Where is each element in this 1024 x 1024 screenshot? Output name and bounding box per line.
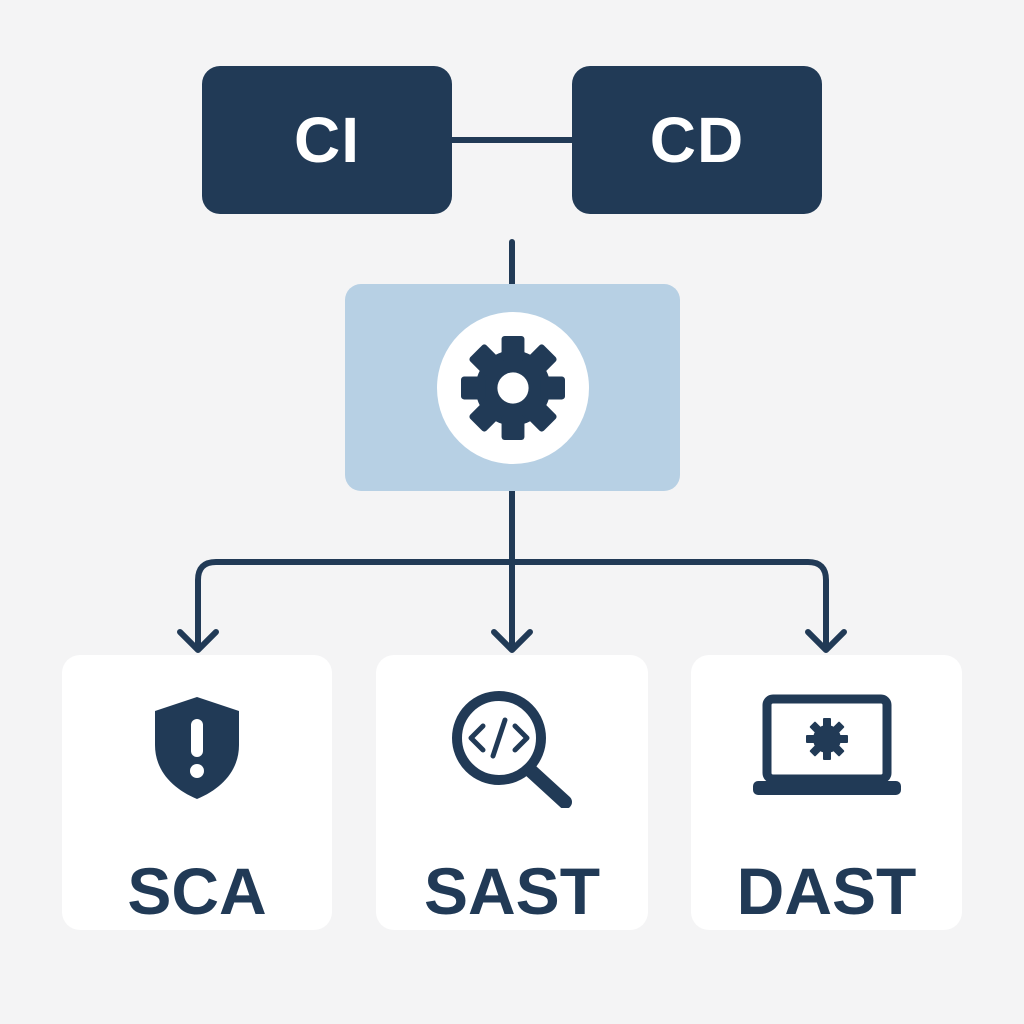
gear-icon bbox=[460, 335, 565, 440]
dast-card: DAST bbox=[691, 655, 962, 930]
sca-card: SCA bbox=[62, 655, 332, 930]
sast-label: SAST bbox=[423, 854, 601, 928]
shield-alert-icon bbox=[147, 685, 247, 810]
dast-label: DAST bbox=[736, 854, 917, 928]
arrow-head-sast bbox=[491, 629, 533, 653]
ci-label: CI bbox=[294, 104, 360, 176]
branch-line-right bbox=[509, 559, 829, 651]
sca-label: SCA bbox=[127, 854, 267, 928]
sast-card: SAST bbox=[376, 655, 648, 930]
cd-box: CD bbox=[572, 66, 822, 214]
gear-circle bbox=[436, 311, 589, 464]
cd-label: CD bbox=[649, 104, 745, 176]
arrow-head-dast bbox=[805, 629, 847, 653]
laptop-gear-icon bbox=[751, 685, 903, 810]
ci-box: CI bbox=[202, 66, 452, 214]
security-engine-box bbox=[345, 284, 680, 491]
arrow-head-sca bbox=[177, 629, 219, 653]
branch-line-left bbox=[195, 559, 515, 651]
code-search-icon bbox=[447, 685, 577, 810]
